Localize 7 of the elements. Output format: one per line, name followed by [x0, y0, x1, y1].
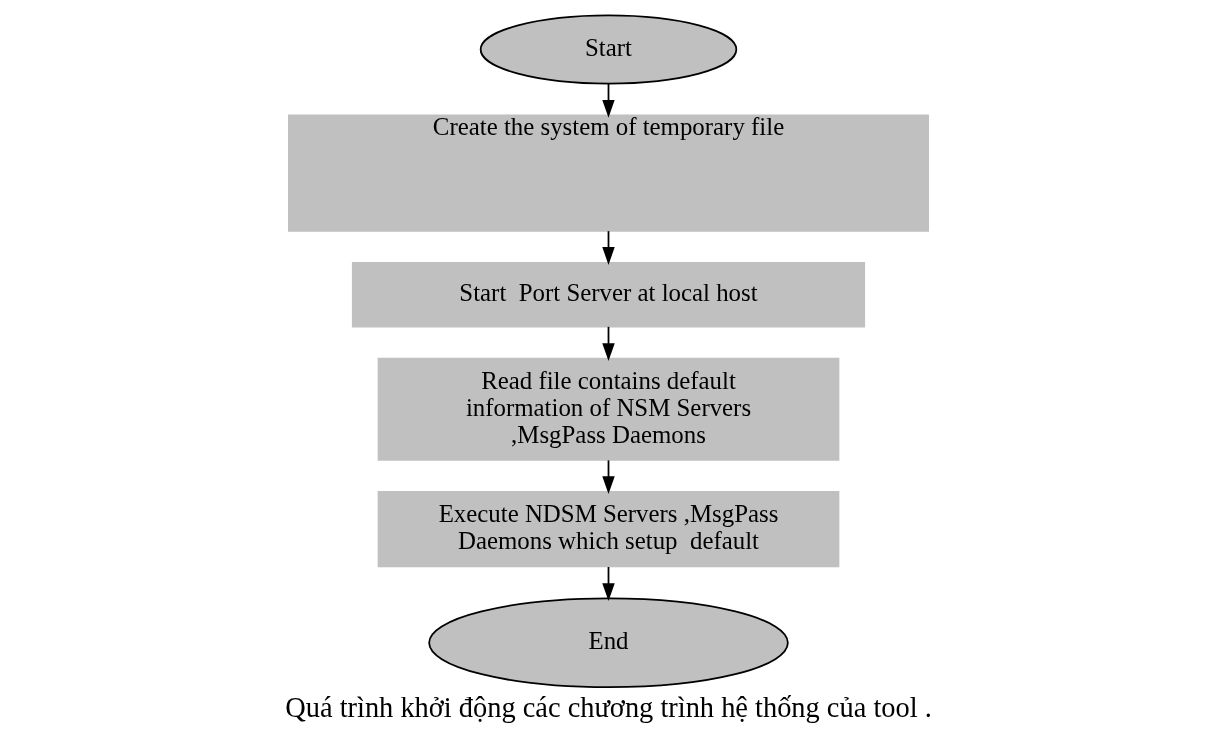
node-ellipse: End: [427, 597, 789, 689]
node-box: Start Port Server at local host: [351, 261, 865, 328]
node-box: Create the system of temporary file: [287, 114, 929, 232]
caption: Quá trình khởi động các chương trình hệ thống của tool .: [284, 692, 932, 724]
node-box: Execute NDSM Servers ,MsgPass Daemons which setup default: [377, 490, 839, 568]
node-box: Read file contains default information of NSM Servers ,MsgPass Daemons: [377, 357, 839, 461]
node-ellipse: Start: [479, 14, 737, 85]
